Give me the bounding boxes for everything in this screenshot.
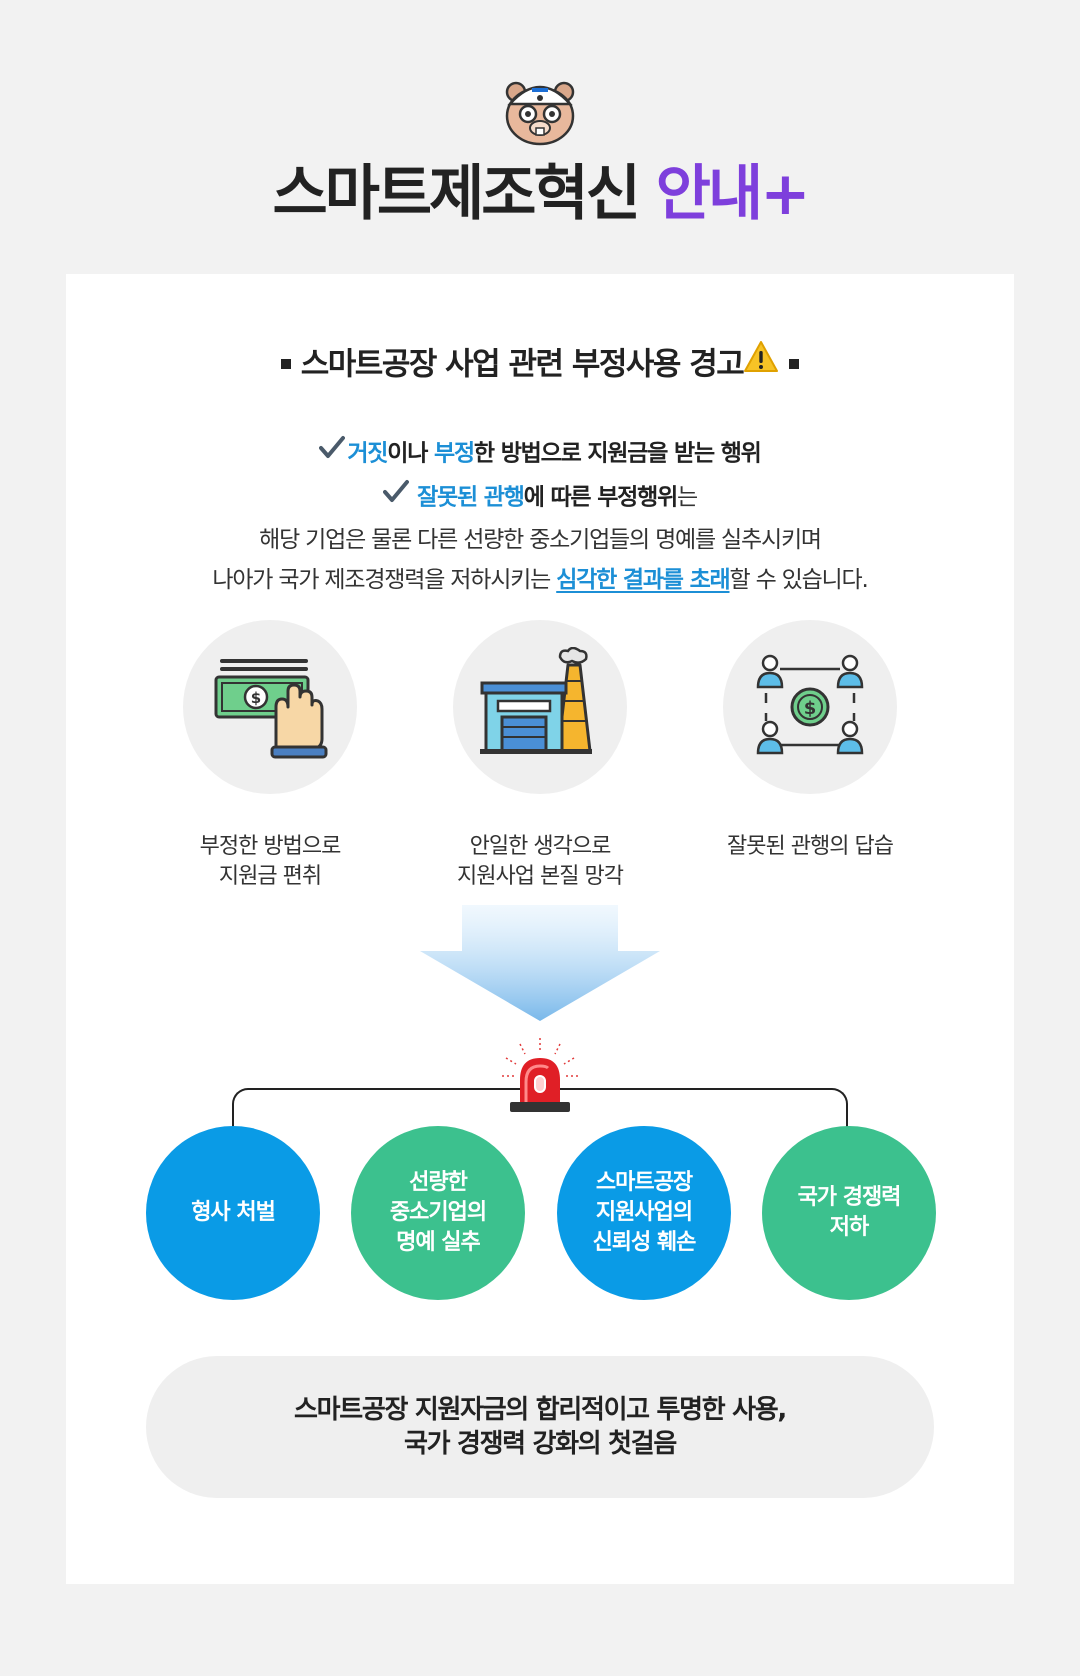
icon-item-negligence: 안일한 생각으로 지원사업 본질 망각 — [453, 620, 627, 892]
result-trust-damage: 스마트공장 지원사업의 신뢰성 훼손 — [557, 1126, 731, 1300]
section-title: 스마트공장 사업 관련 부정사용 경고 — [0, 340, 1080, 392]
intro-line-2: 잘못된 관행에 따른 부정행위는 — [0, 476, 1080, 520]
closing-message: 스마트공장 지원자금의 합리적이고 투명한 사용, 국가 경쟁력 강화의 첫걸음 — [146, 1356, 934, 1498]
intro-line-4: 나아가 국가 제조경쟁력을 저하시키는 심각한 결과를 초래할 수 있습니다. — [212, 567, 868, 593]
page-title: 스마트제조혁신 안내+ — [0, 158, 1080, 230]
factory-icon — [480, 647, 592, 754]
svg-text:$: $ — [251, 689, 261, 707]
bullet-square-icon — [280, 359, 291, 369]
mascot-logo-icon — [502, 74, 578, 146]
checkmark-icon — [319, 432, 346, 472]
intro-line-1: 거짓이나 부정한 방법으로 지원금을 받는 행위 — [0, 432, 1080, 476]
page-title-accent: 안내+ — [655, 159, 811, 229]
siren-icon — [500, 1036, 580, 1120]
icon-caption: 안일한 생각으로 지원사업 본질 망각 — [457, 834, 624, 889]
icon-caption: 부정한 방법으로 지원금 편취 — [199, 834, 342, 889]
icon-item-fraud: $ 부정한 방법으로 지원금 편취 — [183, 620, 357, 892]
money-hand-icon: $ — [214, 659, 328, 759]
warning-icon — [743, 340, 779, 386]
section-title-text: 스마트공장 사업 관련 부정사용 경고 — [300, 346, 745, 383]
checkmark-icon — [382, 476, 409, 516]
intro-line-3: 해당 기업은 물론 다른 선량한 중소기업들의 명예를 실추시키며 — [259, 527, 822, 553]
result-competitiveness-decline: 국가 경쟁력 저하 — [762, 1126, 936, 1300]
intro-text: 거짓이나 부정한 방법으로 지원금을 받는 행위 잘못된 관행에 따른 부정행위… — [0, 432, 1080, 600]
money-network-icon: $ — [756, 654, 864, 755]
result-criminal-punishment: 형사 처벌 — [146, 1126, 320, 1300]
down-arrow-icon — [420, 905, 660, 1025]
icon-item-practice: $ 잘못된 관행의 답습 — [723, 620, 897, 862]
page-title-main: 스마트제조혁신 — [272, 159, 641, 229]
result-reputation-damage: 선량한 중소기업의 명예 실추 — [351, 1126, 525, 1300]
svg-text:$: $ — [804, 698, 817, 719]
icon-caption: 잘못된 관행의 답습 — [727, 834, 894, 859]
bullet-square-icon — [789, 359, 800, 369]
